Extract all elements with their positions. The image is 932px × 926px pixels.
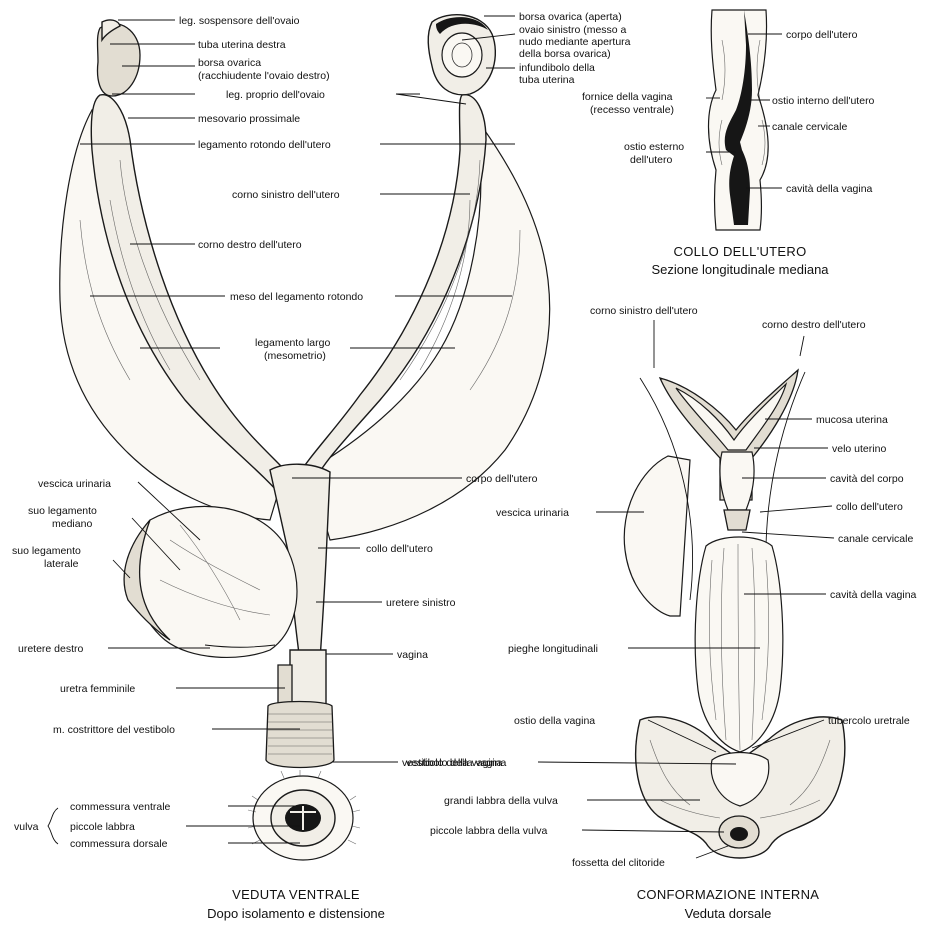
label-leg-laterale-2: laterale <box>44 558 79 570</box>
label-in-canale: canale cervicale <box>838 533 913 545</box>
ventral-view-figure: leg. sospensore dell'ovaio tuba uterina … <box>12 11 631 921</box>
label-uretere-sinistro: uretere sinistro <box>386 597 456 609</box>
label-ovaio-sinistro: ovaio sinistro (messo a <box>519 24 627 36</box>
label-tuba-destra: tuba uterina destra <box>198 39 286 51</box>
label-in-corno-destro: corno destro dell'utero <box>762 319 866 331</box>
label-ostio-esterno-2: dell'utero <box>630 154 672 166</box>
label-tubercolo: tubercolo uretrale <box>828 715 910 727</box>
label-borsa-aperta: borsa ovarica (aperta) <box>519 11 622 23</box>
label-collo-utero: collo dell'utero <box>366 543 433 555</box>
label-mucosa: mucosa uterina <box>816 414 888 426</box>
label-infundibolo-2: tuba uterina <box>519 74 575 86</box>
label-grandi-labbra: grandi labbra della vulva <box>444 795 558 807</box>
label-borsa-destra: borsa ovarica <box>198 57 261 69</box>
label-velo: velo uterino <box>832 443 886 455</box>
label-uretra: uretra femminile <box>60 683 135 695</box>
label-leg-laterale: suo legamento <box>12 545 81 557</box>
urethra <box>278 665 292 705</box>
label-borsa-destra-note: (racchiudente l'ovaio destro) <box>198 70 330 82</box>
label-leg-rotondo: legamento rotondo dell'utero <box>198 139 331 151</box>
label-leg-largo: legamento largo <box>255 337 330 349</box>
label-vulva: vulva <box>14 821 39 833</box>
label-uretere-destro: uretere destro <box>18 643 84 655</box>
label-leg-mediano: suo legamento <box>28 505 97 517</box>
caption-ventral-title: VEDUTA VENTRALE <box>232 887 360 902</box>
label-ostio-vagina: ostio della vagina <box>514 715 595 727</box>
label-meso-rotondo: meso del legamento rotondo <box>230 291 363 303</box>
vaginal-cavity <box>695 537 783 752</box>
label-fossetta: fossetta del clitoride <box>572 857 665 869</box>
label-ostio-esterno: ostio esterno <box>624 141 684 153</box>
vagina-tube <box>290 650 326 705</box>
label-in-corno-sinistro: corno sinistro dell'utero <box>590 305 698 317</box>
label-mesovario: mesovario prossimale <box>198 113 300 125</box>
label-leg-mediano-2: mediano <box>52 518 92 530</box>
label-piccole-labbra: piccole labbra <box>70 821 135 833</box>
caption-internal-sub: Veduta dorsale <box>685 906 772 921</box>
label-corpo-utero: corpo dell'utero <box>466 473 538 485</box>
label-cx-cavita-vagina: cavità della vagina <box>786 183 873 195</box>
label-ovaio-sinistro-2: nudo mediante apertura <box>519 36 631 48</box>
label-comm-ventrale: commessura ventrale <box>70 801 171 813</box>
label-pieghe: pieghe longitudinali <box>508 643 598 655</box>
caption-ventral-sub: Dopo isolamento e distensione <box>207 906 385 921</box>
label-leg-proprio: leg. proprio dell'ovaio <box>226 89 325 101</box>
label-in-vestibolo: vestibolo della vagina <box>406 757 507 769</box>
label-comm-dorsale: commessura dorsale <box>70 838 168 850</box>
label-costrittore: m. costrittore del vestibolo <box>53 724 175 736</box>
caption-cervix-title: COLLO DELL'UTERO <box>674 244 807 259</box>
vestibule-constrictor <box>266 702 334 768</box>
label-corno-destro: corno destro dell'utero <box>198 239 302 251</box>
caption-cervix-sub: Sezione longitudinale mediana <box>651 262 829 277</box>
label-in-collo: collo dell'utero <box>836 501 903 513</box>
label-ovaio-sinistro-3: della borsa ovarica) <box>519 48 611 60</box>
label-in-vescica: vescica urinaria <box>496 507 569 519</box>
label-in-piccole-labbra: piccole labbra della vulva <box>430 825 547 837</box>
cervix-internal <box>724 510 750 530</box>
caption-internal-title: CONFORMAZIONE INTERNA <box>637 887 820 902</box>
label-ostio-interno: ostio interno dell'utero <box>772 95 875 107</box>
label-infundibolo: infundibolo della <box>519 62 595 74</box>
label-in-cavita-vagina: cavità della vagina <box>830 589 917 601</box>
label-canale-cervicale: canale cervicale <box>772 121 847 133</box>
cervix-section-figure: corpo dell'utero fornice della vagina (r… <box>582 10 875 277</box>
label-fornice-2: (recesso ventrale) <box>590 104 674 116</box>
urinary-bladder <box>131 506 297 657</box>
label-vagina: vagina <box>397 649 428 661</box>
label-cx-corpo: corpo dell'utero <box>786 29 858 41</box>
label-cavita-corpo: cavità del corpo <box>830 473 904 485</box>
label-corno-sinistro: corno sinistro dell'utero <box>232 189 340 201</box>
internal-bladder <box>624 456 690 616</box>
label-leg-largo-note: (mesometrio) <box>264 350 326 362</box>
label-vescica: vescica urinaria <box>38 478 111 490</box>
label-fornice: fornice della vagina <box>582 91 673 103</box>
uterine-body-cavity <box>720 452 754 510</box>
label-leg-sospensore: leg. sospensore dell'ovaio <box>179 15 300 27</box>
